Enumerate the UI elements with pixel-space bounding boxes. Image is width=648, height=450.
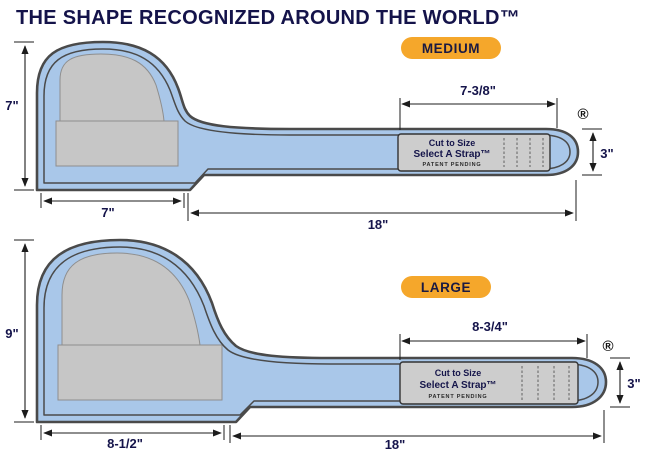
large-strap-label-box [399,361,579,405]
large-foam-pad-bottom [57,344,223,401]
medium-base-dim: 7" [40,193,185,220]
medium-foam-pad-bottom [55,120,179,167]
strap-label-line3: PATENT PENDING [423,162,482,168]
strap-label-line1: Cut to Size [435,368,482,378]
large-strap-height-dim: 3" [610,357,641,408]
medium-strap-top-dim: 7-3/8" [399,83,558,130]
strap-label-line2: Select A Strap™ [413,149,490,160]
dim-label: 3" [627,376,640,391]
large-inner-rim [43,246,599,416]
medium-splint-shape: Cut to Size Select A Strap™ PATENT PENDI… [35,40,580,192]
medium-registered-symbol: ® [577,106,588,123]
dim-label: 8-1/2" [107,436,143,450]
dim-label: 7" [101,205,114,220]
large-badge-background [401,276,491,298]
dim-label: 7" [5,98,18,113]
large-splint-shape: Cut to Size Select A Strap™ PATENT PENDI… [35,238,608,424]
dim-label: 18" [368,217,389,232]
medium-figure: MEDIUM Cut to Size Select A Strap™ PATEN… [5,37,614,232]
medium-strap-label-box [397,133,551,172]
large-badge: LARGE [401,276,491,298]
medium-height-dim: 7" [5,41,34,191]
large-strap-top-dim: 8-3/4" [399,319,588,360]
large-figure: LARGE Cut to Size Select A Strap™ PATENT… [5,238,641,450]
large-registered-symbol: ® [602,338,613,355]
medium-strap-height-dim: 3" [582,128,614,176]
dim-label: 18" [385,437,406,450]
dim-label: 3" [600,146,613,161]
medium-badge-background [401,37,501,59]
medium-foam-pad-top [59,53,165,122]
strap-label-line3: PATENT PENDING [429,394,488,400]
large-height-dim: 9" [5,239,34,423]
medium-badge-label: MEDIUM [422,41,480,56]
page-title: THE SHAPE RECOGNIZED AROUND THE WORLD™ [16,7,520,29]
large-base-dim: 8-1/2" [40,425,225,450]
medium-inner-rim [43,48,571,184]
strap-label-line1: Cut to Size [429,138,476,148]
large-length-dim: 18" [229,410,605,450]
large-foam-pad-top [61,252,201,346]
dim-label: 9" [5,326,18,341]
dim-label: 7-3/8" [460,83,496,98]
medium-length-dim: 18" [187,180,577,232]
strap-label-line2: Select A Strap™ [419,380,496,391]
medium-badge: MEDIUM [401,37,501,59]
large-strap-label: Cut to Size Select A Strap™ PATENT PENDI… [399,361,579,405]
medium-strap-label: Cut to Size Select A Strap™ PATENT PENDI… [397,133,551,172]
dim-label: 8-3/4" [472,319,508,334]
large-badge-label: LARGE [421,280,471,295]
